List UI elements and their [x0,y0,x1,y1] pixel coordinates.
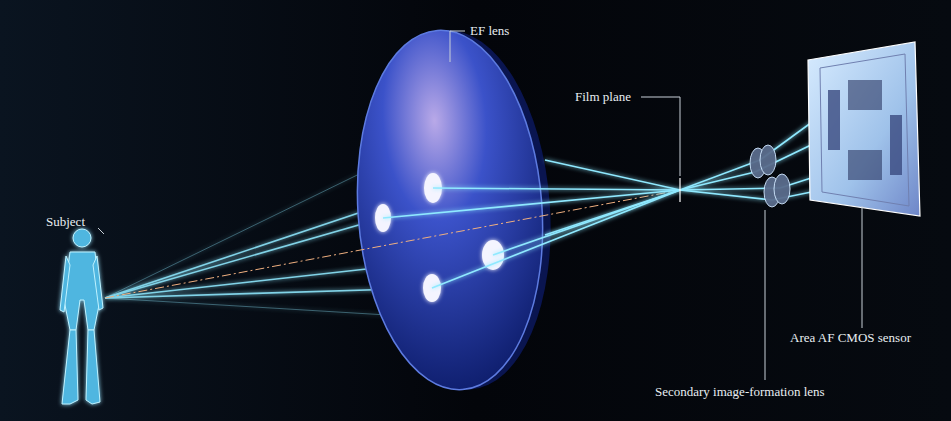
sensor-area [848,80,882,110]
sensor-area [890,115,902,175]
part-label: Subject [46,214,85,230]
light-ray [383,190,680,218]
leader-line [765,210,766,380]
light-ray [433,188,680,190]
light-ray [680,172,755,190]
light-ray [432,190,680,288]
sensor-area [828,90,840,150]
cmos-sensor [808,42,920,216]
figure-head [73,229,91,247]
film-plane-mark [679,178,680,202]
ef-lens [346,24,555,396]
lens-apertures [375,173,504,302]
part-label: Area AF CMOS sensor [790,330,911,346]
figure-arm [60,256,70,312]
lens-element [760,145,776,175]
sensor-frame [820,54,909,206]
sensor-area [848,150,882,180]
leader-line [862,206,863,328]
figure-arm [93,256,103,310]
part-label: EF lens [470,23,509,39]
figure-leg [62,330,78,404]
leader-line [450,31,465,62]
subject-figure [60,229,103,404]
light-ray [545,188,780,235]
leader-lines [98,31,862,380]
secondary-lens [750,145,790,207]
lens-element [774,174,790,204]
part-label: Secondary image-formation lens [655,384,825,400]
part-label: Film plane [575,89,631,105]
light-ray [545,160,760,190]
leader-line [641,97,680,176]
light-ray [680,190,772,200]
figure-leg [86,330,100,404]
optical-axis [105,190,680,298]
leader-line [98,228,104,234]
